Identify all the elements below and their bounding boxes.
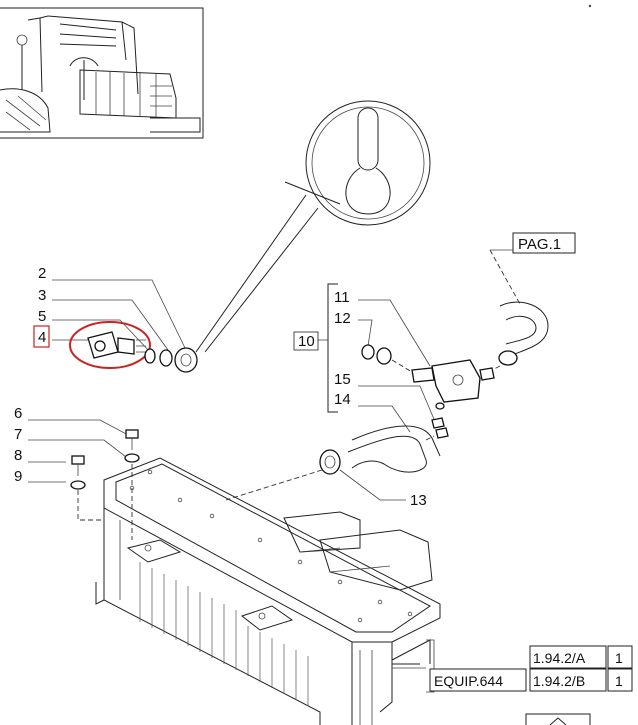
callout-6: 6: [14, 405, 22, 422]
callout-labels: 2 3 5 4 6 7 8 9 11 12 10 15 14 13: [14, 265, 427, 509]
callout-15: 15: [334, 371, 351, 388]
washers-part-12: [361, 344, 413, 373]
knob-inset: [195, 100, 431, 353]
callout-11: 11: [334, 289, 350, 306]
callout-4[interactable]: 4: [38, 329, 46, 346]
callout-9: 9: [14, 468, 22, 485]
corner-dot: [588, 4, 592, 8]
callout-10: 10: [298, 333, 315, 350]
callout-8: 8: [14, 447, 22, 464]
callout-5: 5: [38, 308, 46, 325]
callout-13: 13: [410, 492, 427, 509]
callout-4-box: [33, 325, 50, 348]
bolt-part-8: [70, 455, 104, 521]
washers-parts-2-3-5: [144, 347, 198, 373]
callout-3: 3: [38, 287, 46, 304]
callout-14: 14: [334, 391, 351, 408]
reference-table: EQUIP.644 1.94.2/A 1 1.94.2/B 1: [392, 639, 633, 693]
ref-row-2-code[interactable]: 1.94.2/B: [533, 673, 585, 689]
fuel-tank: [95, 457, 441, 725]
leaders-bolts: [28, 419, 131, 483]
bracket-group-10: [318, 283, 437, 433]
callout-2: 2: [38, 265, 46, 282]
callout-7: 7: [14, 426, 22, 443]
ref-row-2-sheet: 1: [615, 673, 623, 689]
page-ref-box[interactable]: PAG.1: [490, 232, 576, 254]
leaders-left: [52, 279, 187, 353]
ref-row-1-sheet: 1: [615, 650, 623, 666]
hose-part-13: [225, 425, 441, 501]
callout-10-box: [293, 331, 319, 351]
callout-12: 12: [334, 310, 351, 327]
part-4-sensor[interactable]: [69, 321, 151, 369]
fittings-parts-15-14: [431, 417, 449, 439]
ref-row-1-code[interactable]: 1.94.2/A: [533, 650, 586, 666]
highlight-ring: [69, 321, 151, 369]
tractor-thumbnail: [0, 7, 204, 139]
page-ref-label: PAG.1: [518, 236, 561, 253]
nav-arrow-icon[interactable]: [525, 713, 591, 725]
hose-to-page-1: [489, 249, 549, 371]
equipment-code: EQUIP.644: [434, 673, 503, 689]
bolt-part-6: [124, 429, 140, 540]
valve-part-11: [411, 359, 495, 410]
